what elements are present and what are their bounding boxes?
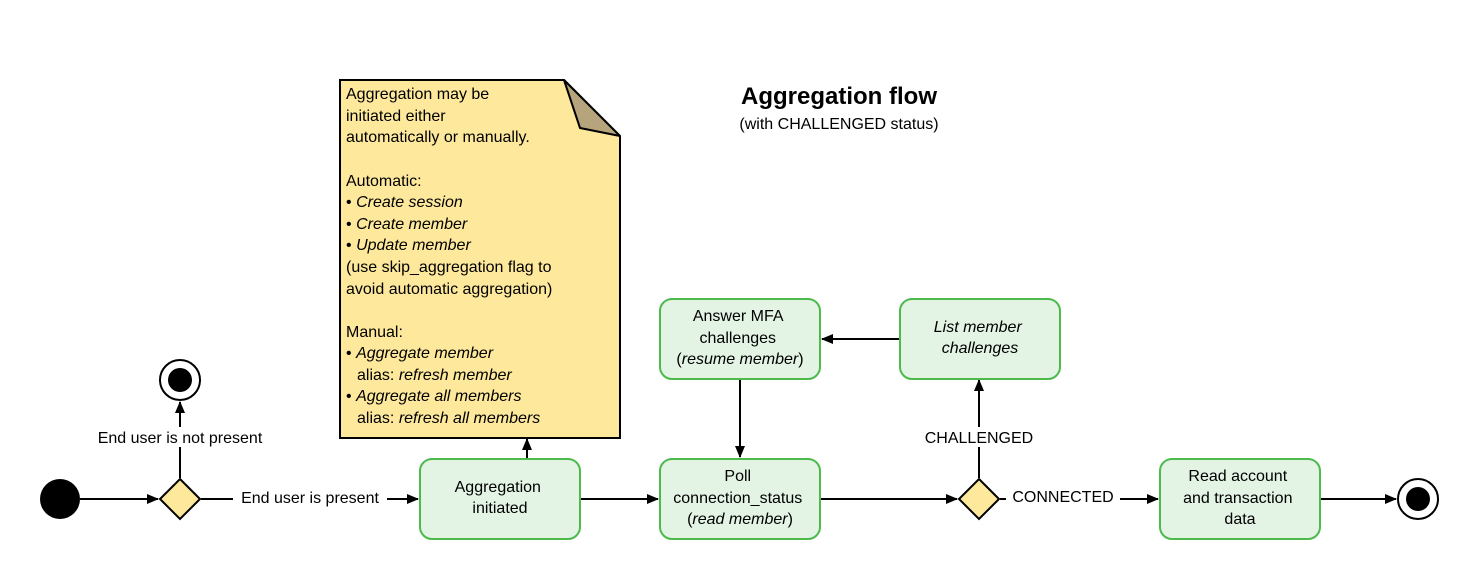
state-poll-connection-status: Poll connection_status (read member) bbox=[659, 458, 821, 540]
answer-mfa-line-2: challenges bbox=[700, 330, 777, 347]
aggregation-initiated-line-2: initiated bbox=[472, 500, 527, 517]
svg-text:Read account and transac: Read account and transaction data bbox=[1183, 468, 1297, 528]
answer-mfa-close-paren: ) bbox=[798, 351, 803, 368]
list-challenges-line-1: List member bbox=[934, 319, 1023, 336]
edge-label-not-present: End user is not present bbox=[98, 430, 263, 447]
answer-mfa-resume-member: resume member bbox=[682, 351, 799, 368]
note-fold bbox=[563, 79, 621, 137]
diagram-title: Aggregation flow bbox=[741, 83, 937, 110]
final-node-icon bbox=[1397, 478, 1439, 520]
note-text: Aggregation may be initiated either auto… bbox=[346, 86, 557, 427]
note-automatic-heading: Automatic: bbox=[346, 173, 422, 190]
note-intro-line-3: automatically or manually. bbox=[346, 129, 530, 146]
note-intro-line-2: initiated either bbox=[346, 108, 446, 125]
aggregation-initiated-line-1: Aggregation bbox=[455, 479, 541, 496]
read-account-line-3: data bbox=[1224, 511, 1255, 528]
list-challenges-line-2: challenges bbox=[942, 340, 1019, 357]
state-list-member-challenges: List member challenges bbox=[899, 298, 1061, 380]
edge-label-challenged: CHALLENGED bbox=[925, 430, 1033, 447]
note-bullet: • bbox=[346, 237, 352, 254]
state-aggregation-initiated: Aggregation initiated bbox=[419, 458, 581, 540]
note-manual-heading: Manual: bbox=[346, 324, 403, 341]
poll-read-member: read member bbox=[692, 511, 788, 528]
read-account-line-2: and transaction bbox=[1183, 490, 1292, 507]
note-automatic-footnote-2: avoid automatic aggregation) bbox=[346, 281, 552, 298]
note-alias-prefix: alias: bbox=[357, 410, 394, 427]
poll-line-2: connection_status bbox=[673, 490, 802, 507]
note-bullet: • bbox=[346, 388, 352, 405]
status-decision bbox=[957, 477, 1001, 521]
note-manual-alias-2: refresh all members bbox=[399, 410, 540, 427]
svg-text:Poll connection_status: Poll connection_status (read member) bbox=[673, 468, 806, 528]
note-manual-alias-1: refresh member bbox=[399, 367, 513, 384]
note-intro-line-1: Aggregation may be bbox=[346, 86, 489, 103]
edge-label-present: End user is present bbox=[241, 490, 379, 507]
state-answer-mfa-challenges: Answer MFA challenges (resume member) bbox=[659, 298, 821, 380]
final-node-icon bbox=[159, 359, 201, 401]
answer-mfa-line-1: Answer MFA bbox=[693, 308, 784, 325]
initial-node-icon bbox=[40, 479, 80, 519]
note-automatic-footnote-1: (use skip_aggregation flag to bbox=[346, 259, 552, 276]
note-manual-item-1: Aggregate member bbox=[355, 345, 494, 362]
poll-line-1: Poll bbox=[724, 468, 751, 485]
note-automatic-item-1: Create session bbox=[356, 194, 463, 211]
svg-text:List member challenges: List member challenges bbox=[934, 319, 1026, 357]
poll-close-paren: ) bbox=[788, 511, 793, 528]
svg-text:Aggregation initiated: Aggregation initiated bbox=[455, 479, 546, 517]
note-alias-prefix: alias: bbox=[357, 367, 394, 384]
read-account-line-1: Read account bbox=[1188, 468, 1287, 485]
svg-text:Answer MFA challenges: Answer MFA challenges (resume member) bbox=[676, 308, 803, 368]
poll-open-paren: ( bbox=[687, 511, 693, 528]
note-automatic-item-2: Create member bbox=[356, 216, 468, 233]
diagram-subtitle: (with CHALLENGED status) bbox=[739, 116, 938, 133]
aggregation-note: Aggregation may be initiated either auto… bbox=[339, 79, 621, 439]
edge-label-connected: CONNECTED bbox=[1012, 489, 1113, 506]
answer-mfa-open-paren: ( bbox=[676, 351, 682, 368]
note-bullet: • bbox=[346, 194, 352, 211]
state-read-account-data: Read account and transaction data bbox=[1159, 458, 1321, 540]
note-bullet: • bbox=[346, 216, 352, 233]
note-bullet: • bbox=[346, 345, 352, 362]
note-body bbox=[339, 79, 621, 439]
note-automatic-item-3: Update member bbox=[356, 237, 471, 254]
note-manual-item-2: Aggregate all members bbox=[355, 388, 521, 405]
presence-decision bbox=[158, 477, 202, 521]
